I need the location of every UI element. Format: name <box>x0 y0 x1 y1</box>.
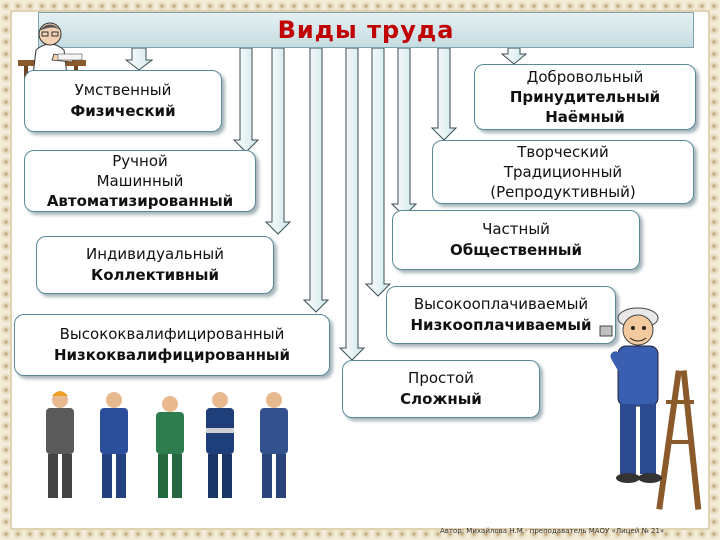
box-line: Творческий <box>517 143 609 161</box>
box-qualified: Высококвалифицированный Низкоквалифициро… <box>14 314 330 376</box>
box-paid: Высокооплачиваемый Низкооплачиваемый <box>386 286 616 344</box>
workers-photo <box>46 391 288 498</box>
box-line: Традиционный <box>503 163 623 181</box>
box-line: Добровольный <box>526 68 644 86</box>
box-line: Индивидуальный <box>85 245 224 263</box>
arrow-qualified <box>302 47 330 313</box>
arrow-voluntary <box>500 47 528 65</box>
box-line: Низкооплачиваемый <box>410 316 592 334</box>
box-line: Сложный <box>400 390 482 408</box>
box-line: Высокооплачиваемый <box>413 295 589 313</box>
worker-figure <box>46 391 74 498</box>
box-line: Наёмный <box>545 108 625 126</box>
worker-figure <box>206 392 234 498</box>
box-line: Машинный <box>96 172 184 190</box>
arrow-individual <box>264 47 292 235</box>
worker-figure <box>260 392 288 498</box>
worker-cartoon <box>599 307 702 510</box>
worker-figure <box>100 392 128 498</box>
arrow-manual <box>232 47 260 153</box>
box-line: Умственный <box>74 81 172 99</box>
box-mental-physical: Умственный Физический <box>24 70 222 132</box>
box-line: Принудительный <box>509 88 661 106</box>
box-line: Коллективный <box>90 266 220 284</box>
box-simple: Простой Сложный <box>342 360 540 418</box>
box-private: Частный Общественный <box>392 210 640 270</box>
arrow-creative <box>430 47 458 141</box>
box-individual: Индивидуальный Коллективный <box>36 236 274 294</box>
arrow-private <box>390 47 418 217</box>
box-manual: Ручной Машинный Автоматизированный <box>24 150 256 212</box>
box-creative: Творческий Традиционный (Репродуктивный) <box>432 140 694 204</box>
box-voluntary: Добровольный Принудительный Наёмный <box>474 64 696 130</box>
box-line: Ручной <box>112 152 168 170</box>
box-line: (Репродуктивный) <box>490 183 636 201</box>
worker-figure <box>156 396 184 498</box>
author-credit: Автор: Михайлова Н.М.- преподаватель МАО… <box>440 527 665 535</box>
arrow-simple <box>338 47 366 361</box>
title-bar: Виды труда <box>38 12 694 48</box>
arrow-mental <box>124 47 154 71</box>
arrow-paid <box>364 47 392 297</box>
box-line: Низкоквалифицированный <box>53 346 291 364</box>
box-line: Частный <box>482 220 550 238</box>
box-line: Общественный <box>449 241 583 259</box>
box-line: Физический <box>70 102 176 120</box>
box-line: Высококвалифицированный <box>59 325 285 343</box>
page-title: Виды труда <box>277 16 455 44</box>
box-line: Простой <box>408 369 474 387</box>
box-line: Автоматизированный <box>46 192 234 210</box>
